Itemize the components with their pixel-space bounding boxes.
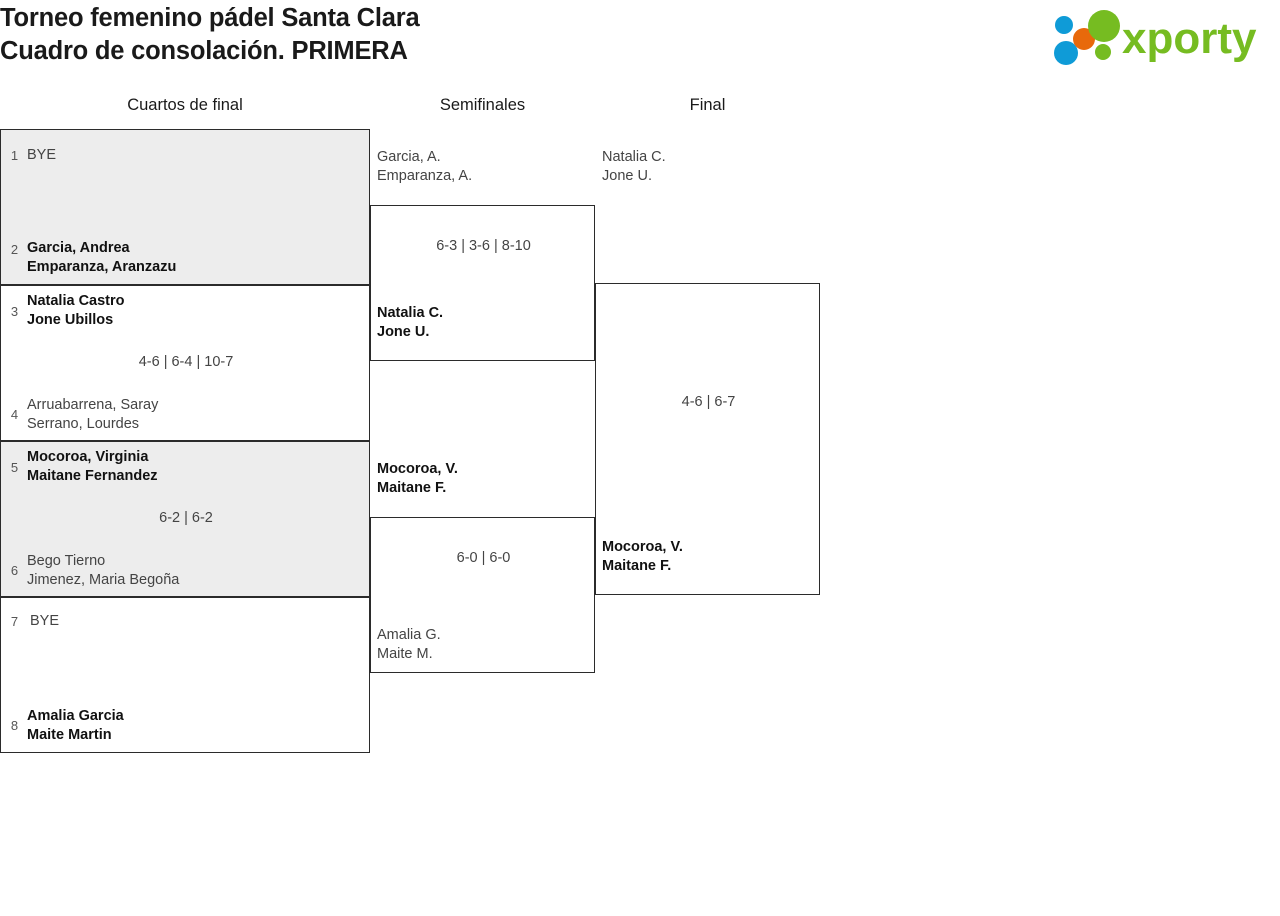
xporty-logo[interactable]: xporty <box>1046 6 1276 68</box>
match-box-sf-1[interactable]: 6-3 | 3-6 | 8-10 Natalia C. Jone U. <box>370 205 595 361</box>
logo-wordmark: xporty <box>1122 14 1257 63</box>
match-box-qf-1[interactable]: 1 BYE 2 Garcia, Andrea Emparanza, Aranza… <box>0 129 370 285</box>
sf-2-top-team: Mocoroa, V. Maitane F. <box>377 461 458 496</box>
team-name: Garcia, Andrea Emparanza, Aranzazu <box>27 240 177 275</box>
team-name: Natalia Castro Jone Ubillos <box>27 293 125 328</box>
match-box-qf-4[interactable]: 7 BYE 8 Amalia Garcia Maite Martin <box>0 597 370 753</box>
match-score: 6-2 | 6-2 <box>159 510 213 526</box>
team-name: Mocoroa, Virginia Maitane Fernandez <box>27 449 158 484</box>
team-name: Natalia C. Jone U. <box>377 305 444 340</box>
match-box-sf-2[interactable]: 6-0 | 6-0 Amalia G. Maite M. <box>370 517 595 673</box>
seed-number: 3 <box>10 304 19 319</box>
seed-number: 2 <box>10 242 19 257</box>
team-name: BYE <box>27 147 57 163</box>
match-box-final[interactable]: 4-6 | 6-7 Mocoroa, V. Maitane F. <box>595 283 820 595</box>
round-header-semifinals: Semifinales <box>439 96 526 114</box>
match-score: 4-6 | 6-7 <box>681 394 736 410</box>
xporty-logo-svg: xporty <box>1054 10 1257 65</box>
sf-1-top-team: Garcia, A. Emparanza, A. <box>377 149 473 184</box>
team-name: Amalia G. Maite M. <box>377 627 441 662</box>
match-score: 4-6 | 6-4 | 10-7 <box>138 354 234 370</box>
logo-dot-blue-small <box>1055 16 1073 34</box>
match-score: 6-0 | 6-0 <box>456 550 511 566</box>
team-name: BYE <box>30 613 60 629</box>
seed-number: 1 <box>10 148 19 163</box>
logo-dot-green-large <box>1088 10 1120 42</box>
match-box-qf-3[interactable]: 5 Mocoroa, Virginia Maitane Fernandez 6 … <box>0 441 370 597</box>
seed-number: 8 <box>10 718 19 733</box>
seed-number: 4 <box>10 407 19 422</box>
logo-dot-green-small <box>1095 44 1111 60</box>
team-name: Mocoroa, V. Maitane F. <box>602 539 683 574</box>
page-title: Torneo femenino pádel Santa Clara Cuadro… <box>0 4 420 65</box>
round-header-quarterfinals: Cuartos de final <box>127 96 243 114</box>
match-box-qf-2[interactable]: 3 Natalia Castro Jone Ubillos 4 Arruabar… <box>0 285 370 441</box>
final-top-team: Natalia C. Jone U. <box>602 149 666 184</box>
seed-number: 5 <box>10 460 19 475</box>
team-name: Arruabarrena, Saray Serrano, Lourdes <box>27 397 159 432</box>
seed-number: 7 <box>10 614 19 629</box>
round-header-final: Final <box>689 96 726 114</box>
team-name: Bego Tierno Jimenez, Maria Begoña <box>27 553 180 588</box>
seed-number: 6 <box>10 563 19 578</box>
team-name: Amalia Garcia Maite Martin <box>27 708 124 743</box>
logo-dot-orange <box>1073 28 1095 50</box>
match-score: 6-3 | 3-6 | 8-10 <box>436 238 531 254</box>
page-header: Torneo femenino pádel Santa Clara Cuadro… <box>0 0 1280 90</box>
logo-dot-blue-large <box>1054 41 1078 65</box>
